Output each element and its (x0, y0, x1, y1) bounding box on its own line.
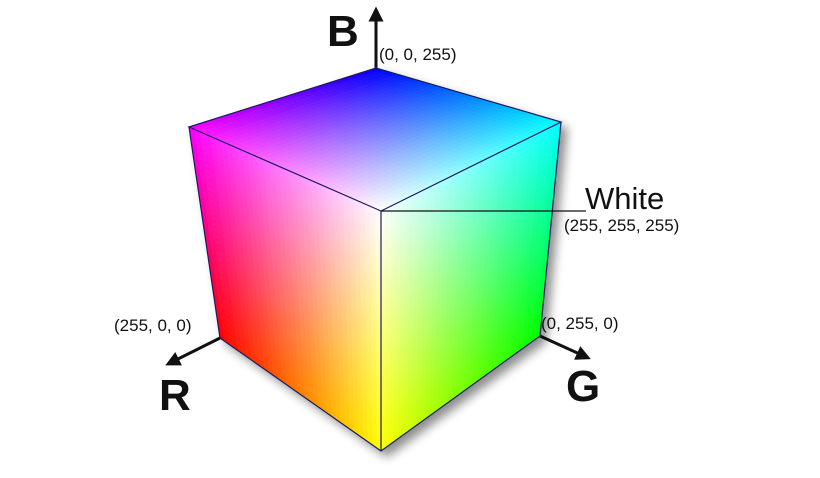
b-axis-label: B (327, 7, 359, 56)
green-corner-coordinate: (0, 255, 0) (541, 314, 619, 333)
r-axis-label: R (159, 371, 191, 420)
white-corner-coordinate: (255, 255, 255) (564, 216, 680, 235)
r-axis-arrow (165, 336, 221, 366)
rgb-cube (188, 67, 562, 452)
cube-top-face (188, 67, 562, 212)
cube-left-face (188, 126, 382, 452)
g-axis-label: G (566, 362, 601, 411)
white-label: White (585, 181, 665, 216)
red-corner-coordinate: (255, 0, 0) (114, 316, 192, 335)
blue-corner-coordinate: (0, 0, 255) (379, 45, 457, 64)
g-axis-arrow (539, 334, 591, 360)
cube-edges (187, 67, 563, 452)
